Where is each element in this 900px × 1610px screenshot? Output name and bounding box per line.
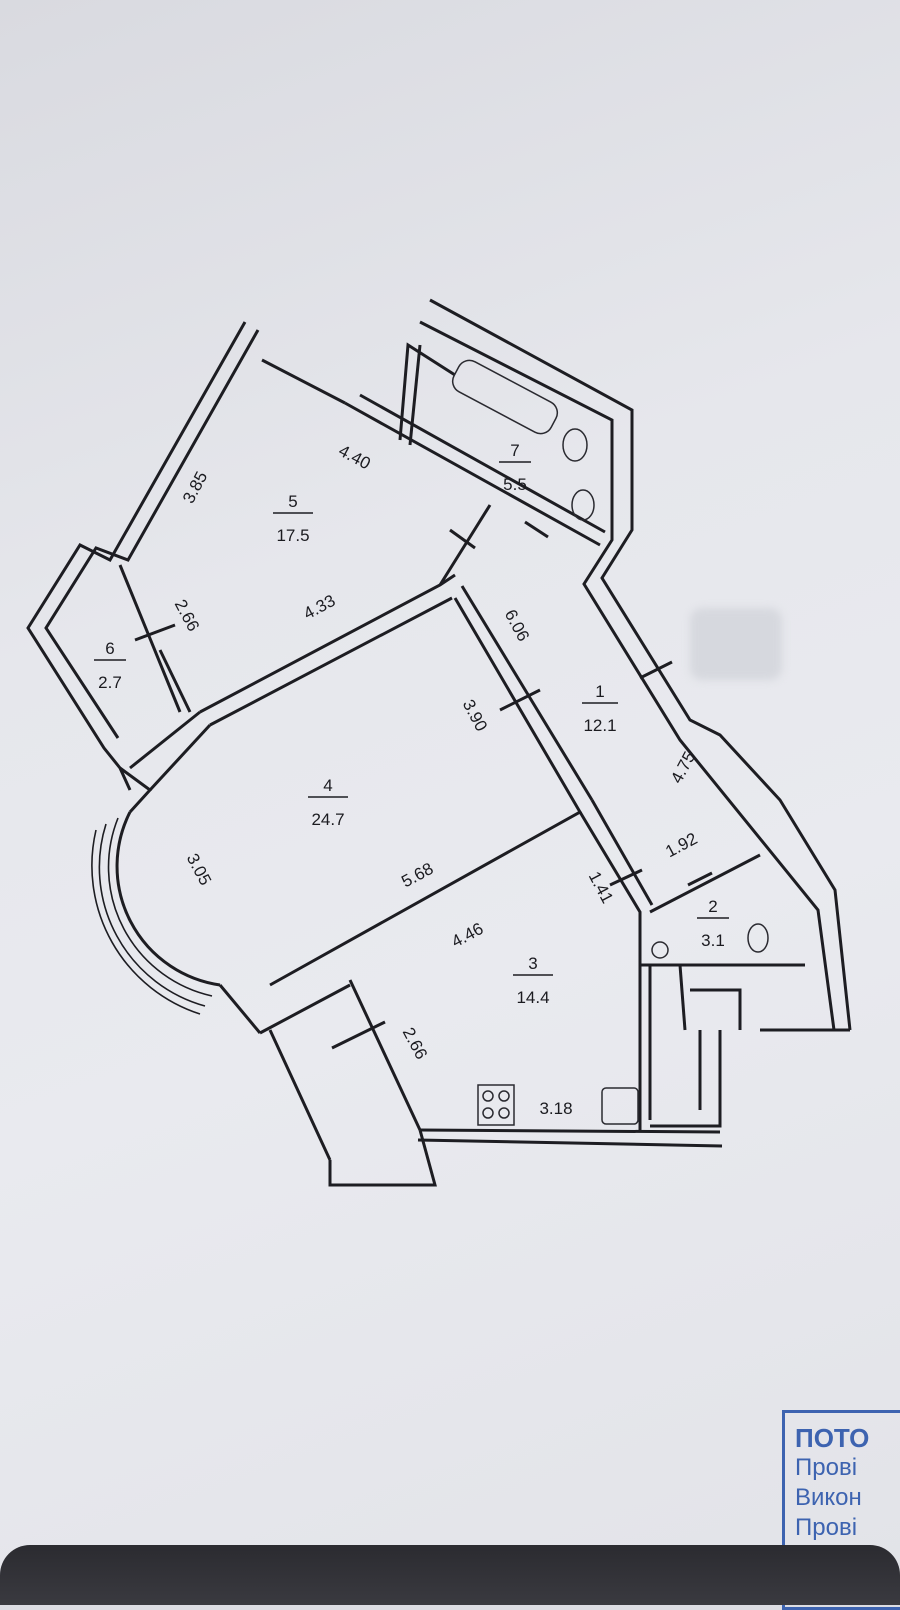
stove-icon — [477, 1084, 515, 1126]
dim-4-33: 4.33 — [300, 591, 338, 623]
room-5: 5 17.5 — [273, 492, 313, 545]
bathtub-icon — [451, 359, 559, 435]
room-7-area: 5.5 — [503, 475, 527, 494]
phone-shadow — [0, 1545, 900, 1605]
stamp-line-1: ПОТО — [795, 1423, 870, 1453]
dim-3-18: 3.18 — [539, 1099, 572, 1118]
room-3-number: 3 — [528, 954, 537, 973]
dim-2-66-b: 2.66 — [399, 1024, 431, 1062]
dim-3-85: 3.85 — [179, 468, 211, 506]
toilet-icon — [562, 428, 588, 462]
room-5-number: 5 — [288, 492, 297, 511]
dim-6-06: 6.06 — [501, 606, 533, 644]
door-marks — [134, 520, 713, 1050]
room-4: 4 24.7 — [308, 776, 348, 829]
room-4-number: 4 — [323, 776, 332, 795]
room-6-area: 2.7 — [98, 673, 122, 692]
redacted-area — [690, 608, 782, 680]
toilet-2-icon — [747, 923, 769, 953]
stamp-line-3: Викон — [795, 1484, 862, 1511]
room-4-area: 24.7 — [311, 810, 344, 829]
dim-4-46: 4.46 — [448, 919, 486, 951]
room-7: 7 5.5 — [499, 441, 531, 494]
room-1-number: 1 — [595, 682, 604, 701]
fixtures — [451, 359, 769, 1126]
room-3: 3 14.4 — [513, 954, 553, 1007]
dimension-labels: 3.85 4.40 4.33 2.66 6.06 3.90 4.75 1.92 … — [171, 441, 701, 1118]
dim-1-41: 1.41 — [585, 868, 617, 906]
dim-4-40: 4.40 — [336, 441, 374, 473]
stamp: ПОТО Прові Викон Прові — [782, 1410, 900, 1610]
room-6-number: 6 — [105, 639, 114, 658]
outer-walls — [26, 298, 852, 1187]
stamp-line-4: Прові — [795, 1514, 858, 1541]
interior-walls — [118, 342, 805, 1130]
dim-1-92: 1.92 — [662, 829, 700, 861]
stamp-line-2: Прові — [795, 1454, 858, 1481]
sink-icon — [571, 489, 595, 521]
room-labels: 1 12.1 2 3.1 3 14.4 4 24.7 5 17.5 6 2.7 — [94, 441, 729, 1007]
bay-window — [91, 766, 221, 1015]
room-1-area: 12.1 — [583, 716, 616, 735]
room-2: 2 3.1 — [697, 897, 729, 950]
dim-3-05: 3.05 — [183, 850, 215, 888]
room-1: 1 12.1 — [582, 682, 618, 735]
room-3-area: 14.4 — [516, 988, 549, 1007]
dim-5-68: 5.68 — [398, 859, 436, 891]
sink-2-icon — [651, 941, 669, 959]
room-6: 6 2.7 — [94, 639, 126, 692]
room-5-area: 17.5 — [276, 526, 309, 545]
room-2-number: 2 — [708, 897, 717, 916]
room-7-number: 7 — [510, 441, 519, 460]
dim-4-75: 4.75 — [667, 748, 699, 786]
kitchen-sink-icon — [601, 1087, 639, 1125]
dim-3-90: 3.90 — [459, 696, 491, 734]
dim-2-66-a: 2.66 — [171, 596, 203, 634]
room-2-area: 3.1 — [701, 931, 725, 950]
